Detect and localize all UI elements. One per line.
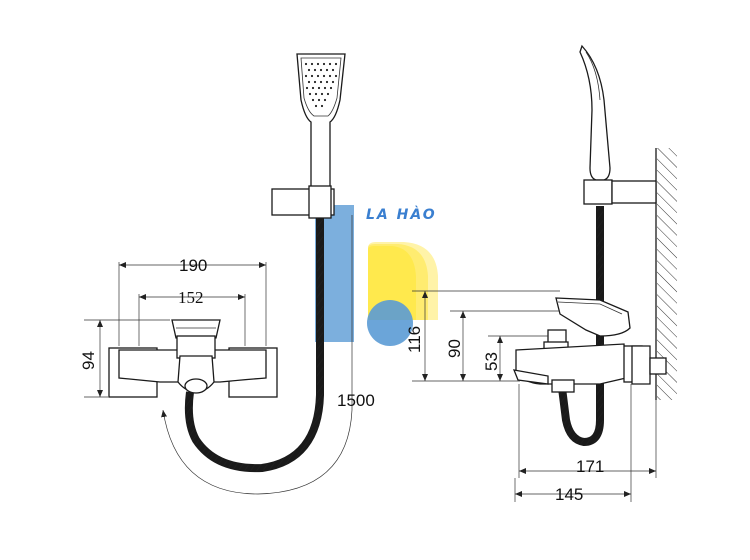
front-view: 190 152 94 1500	[79, 53, 375, 495]
shower-holder-side	[583, 179, 613, 205]
hand-shower	[296, 53, 346, 189]
dim-171-label: 171	[576, 457, 604, 476]
dim-190	[118, 262, 267, 346]
dim-171	[518, 384, 657, 478]
watermark-logo: LA HÀO	[315, 205, 438, 346]
dim-116-label: 116	[405, 326, 424, 353]
dim-152-label: 152	[178, 288, 204, 307]
dim-94	[84, 319, 170, 398]
dim-145	[514, 384, 632, 502]
hand-shower-side	[579, 44, 611, 181]
dim-116	[412, 290, 560, 382]
mixer-body-side	[512, 297, 667, 393]
shower-nozzles	[304, 62, 338, 108]
dim-145-label: 145	[555, 485, 583, 504]
watermark-text: LA HÀO	[366, 206, 437, 223]
dim-1500-label: 1500	[337, 391, 375, 410]
hose-length-arc	[161, 215, 353, 495]
dim-90-label: 90	[445, 339, 464, 358]
side-view: 116 90 53 171 145	[405, 44, 677, 504]
dim-90	[450, 310, 560, 381]
mixer-body-front	[108, 319, 278, 398]
watermark-blue-circle	[367, 300, 413, 346]
dim-53-label: 53	[482, 352, 501, 371]
dim-94-label: 94	[79, 351, 98, 370]
dim-190-label: 190	[179, 256, 207, 275]
dim-53	[488, 335, 548, 381]
